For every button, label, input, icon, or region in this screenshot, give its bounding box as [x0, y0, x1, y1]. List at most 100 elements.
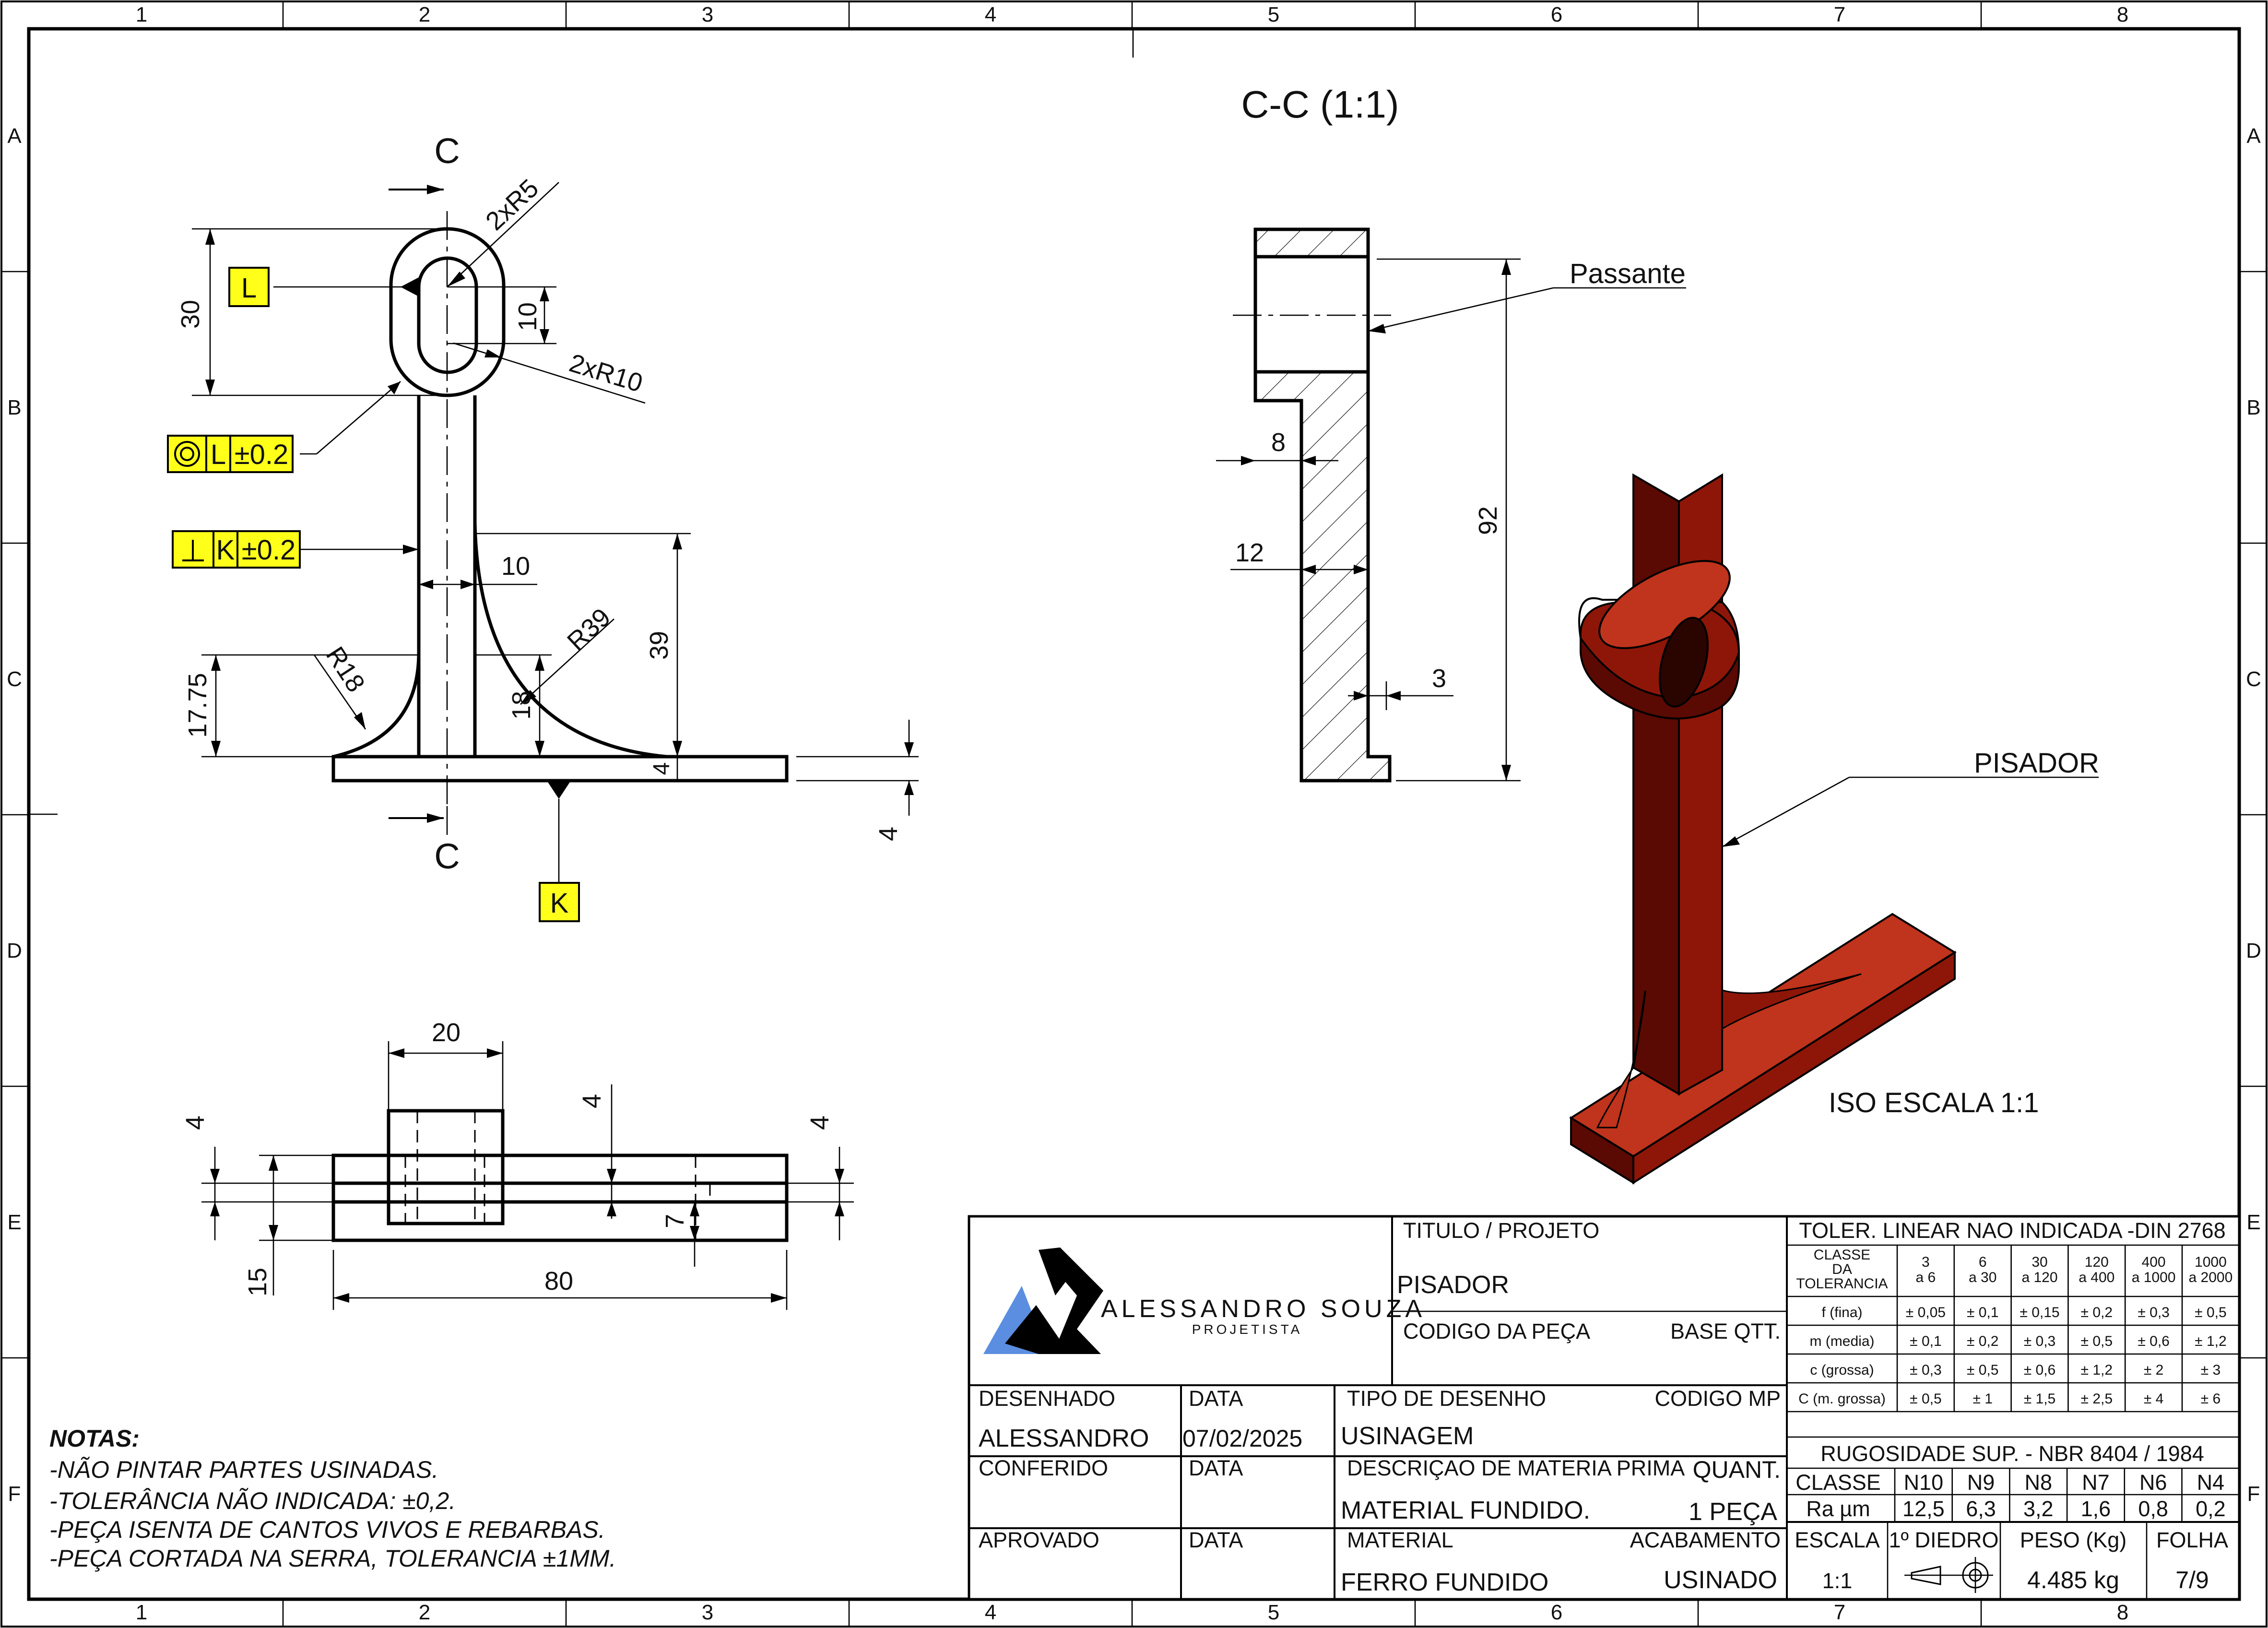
tol-cell: ± 1,2 [2081, 1362, 2113, 1378]
iso-view: PISADOR ISO ESCALA 1:1 [1569, 473, 2099, 1185]
dim-4-mid: 4 [578, 1094, 606, 1108]
tol-row-name: c (grossa) [1810, 1362, 1874, 1378]
tol-cell: ± 0,3 [1910, 1362, 1942, 1378]
tol-range-to: a 30 [1969, 1270, 1996, 1285]
frame-row-label-left: D [7, 939, 22, 963]
tol-range-to: a 400 [2079, 1270, 2114, 1285]
dim-15: 15 [243, 1268, 272, 1296]
fcf-concentric-datum: L [211, 439, 226, 470]
tol-row-name: f (fina) [1821, 1305, 1862, 1320]
conferido-label: CONFERIDO [979, 1456, 1108, 1480]
quant-label: QUANT. [1693, 1456, 1781, 1483]
material-label: MATERIAL [1347, 1528, 1453, 1552]
tol-cell: ± 0,15 [2020, 1305, 2059, 1320]
logo: ALESSANDRO SOUZA PROJETISTA [983, 1248, 1422, 1354]
section-view: C-C (1:1) Passante 92 8 12 [1216, 83, 1686, 783]
dim-4-side: 4 [874, 827, 903, 841]
titulo-value: PISADOR [1397, 1271, 1509, 1299]
section-mark-c-bottom: C [434, 836, 460, 876]
acabamento-label: ACABAMENTO [1630, 1528, 1781, 1552]
tol-range-to: a 2000 [2189, 1270, 2233, 1285]
datum-l: L [241, 273, 257, 304]
top-view: 20 4 15 4 7 4 [181, 1018, 854, 1310]
roughness-class: N9 [1967, 1470, 1995, 1495]
roughness-ra-label: Ra µm [1806, 1497, 1870, 1521]
descricao-label: DESCRIÇAO DE MATERIA PRIMA [1347, 1456, 1685, 1480]
desenhado-label: DESENHADO [979, 1386, 1115, 1411]
tol-cell: ± 0,6 [2138, 1333, 2170, 1349]
fcf-concentric-tol: ±0.2 [235, 439, 288, 470]
quant-value: 1 PEÇA [1689, 1498, 1777, 1526]
frame-row-label-left: C [7, 667, 22, 691]
data2-label: DATA [1189, 1456, 1243, 1480]
desenhado-value: ALESSANDRO [979, 1425, 1149, 1452]
dim-4-right: 4 [805, 1116, 834, 1130]
note-line-4: -PEÇA CORTADA NA SERRA, TOLERANCIA ±1MM. [49, 1545, 616, 1572]
frame-col-label-top: 8 [2117, 3, 2128, 26]
frame-col-label-top: 7 [1834, 3, 1845, 26]
tol-range-to: a 120 [2021, 1270, 2057, 1285]
frame-row-label-right: B [2246, 396, 2260, 419]
tol-cell: ± 3 [2201, 1362, 2221, 1378]
roughness-table: RUGOSIDADE SUP. - NBR 8404 / 1984 CLASSE… [1787, 1436, 2239, 1523]
dim-12: 12 [1235, 538, 1264, 567]
passante-label: Passante [1570, 258, 1686, 289]
frame-col-label-bottom: 1 [136, 1601, 147, 1624]
escala-label: ESCALA [1795, 1528, 1880, 1552]
frame-col-label-bottom: 2 [419, 1601, 430, 1624]
folha-value: 7/9 [2175, 1567, 2209, 1593]
frame-row-label-right: C [2246, 667, 2261, 691]
first-angle-projection-icon [1904, 1557, 1993, 1593]
tolerance-table: TOLER. LINEAR NAO INDICADA -DIN 2768 CLA… [1787, 1218, 2239, 1413]
dim-3: 3 [1432, 664, 1446, 693]
tipo-label: TIPO DE DESENHO [1347, 1386, 1546, 1411]
dim-39: 39 [645, 631, 673, 660]
codigo-mp-label: CODIGO MP [1654, 1386, 1781, 1411]
tol-range-from: 400 [2142, 1254, 2166, 1270]
frame-col-label-top: 3 [702, 3, 713, 26]
tol-row-name: C (m. grossa) [1798, 1391, 1886, 1407]
logo-sub: PROJETISTA [1192, 1322, 1303, 1337]
frame-col-label-bottom: 5 [1268, 1601, 1279, 1624]
tol-cell: ± 0,2 [1967, 1333, 1999, 1349]
acabamento-value: USINADO [1664, 1566, 1777, 1594]
frame-col-label-bottom: 3 [702, 1601, 713, 1624]
tipo-value: USINAGEM [1341, 1422, 1474, 1450]
peso-value: 4.485 kg [2027, 1567, 2119, 1593]
frame-col-label-bottom: 7 [1834, 1601, 1845, 1624]
fcf-perpendicular-tol: ±0.2 [242, 535, 295, 566]
frame-row-label-right: D [2246, 939, 2261, 963]
dim-18: 18 [507, 691, 536, 720]
notes-heading: NOTAS: [49, 1425, 140, 1452]
tol-row-name: m (media) [1809, 1333, 1874, 1349]
tol-cell: ± 0,2 [2081, 1305, 2113, 1320]
datum-k: K [550, 888, 569, 919]
notes: NOTAS: -NÃO PINTAR PARTES USINADAS. -TOL… [49, 1425, 616, 1572]
data1-value: 07/02/2025 [1182, 1425, 1302, 1452]
frame-col-label-top: 6 [1551, 3, 1562, 26]
dim-10-stem: 10 [501, 552, 530, 581]
frame-row-label-left: A [7, 124, 22, 148]
frame-row-label-left: E [7, 1211, 21, 1234]
tol-cell: ± 0,5 [1910, 1391, 1942, 1407]
frame-row-label-left: F [8, 1482, 21, 1506]
titulo-label: TITULO / PROJETO [1403, 1218, 1599, 1243]
frame-row-label-right: A [2246, 124, 2261, 148]
tol-cell: ± 0,5 [1967, 1362, 1999, 1378]
frame-col-label-top: 1 [136, 3, 147, 26]
material-value: FERRO FUNDIDO [1341, 1569, 1548, 1596]
folha-label: FOLHA [2156, 1528, 2228, 1552]
dim-7: 7 [661, 1214, 689, 1228]
tol-class-header-1: CLASSE [1814, 1247, 1870, 1263]
dim-4-left: 4 [181, 1116, 210, 1130]
data3-label: DATA [1189, 1528, 1243, 1552]
frame-col-label-bottom: 4 [985, 1601, 996, 1624]
title-block: ALESSANDRO SOUZA PROJETISTA TITULO / PRO… [968, 1215, 2241, 1601]
section-title: C-C (1:1) [1241, 83, 1399, 126]
dim-4-base: 4 [649, 762, 674, 775]
tol-range-from: 30 [2032, 1254, 2047, 1270]
tol-range-from: 3 [1922, 1254, 1930, 1270]
tol-cell: ± 0,5 [2081, 1333, 2113, 1349]
frame-row-label-left: B [7, 396, 21, 419]
